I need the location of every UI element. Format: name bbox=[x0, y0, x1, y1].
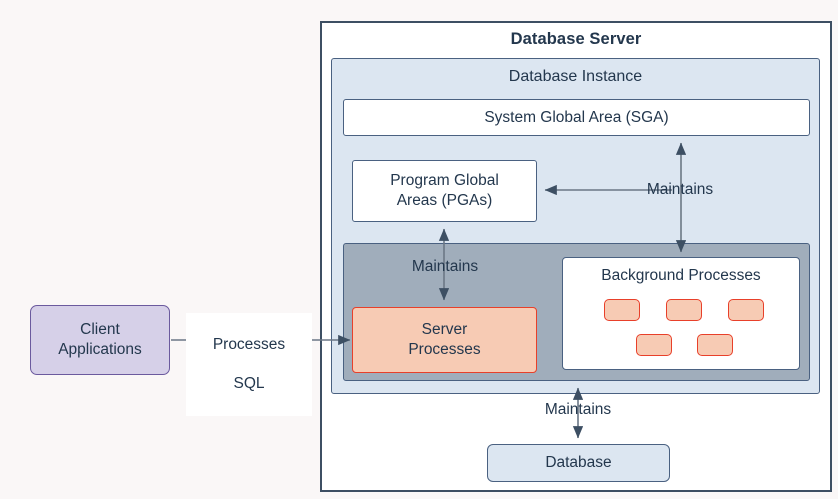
node-client-applications-label-line1: Client bbox=[80, 321, 120, 339]
node-database: Database bbox=[487, 444, 670, 482]
node-program-global-areas: Program Global Areas (PGAs) bbox=[352, 160, 537, 222]
node-system-global-area: System Global Area (SGA) bbox=[343, 99, 810, 136]
edge-label-maintains-database: Maintains bbox=[544, 401, 612, 418]
edge-label-processes-sql: Processes SQL bbox=[186, 313, 312, 416]
node-background-processes-label: Background Processes bbox=[601, 267, 761, 284]
background-process-chip bbox=[728, 299, 764, 321]
node-server-processes-label-line2: Processes bbox=[408, 341, 481, 358]
node-database-instance-label: Database Instance bbox=[508, 68, 643, 85]
node-database-label: Database bbox=[545, 454, 612, 472]
node-server-processes-label-line1: Server bbox=[421, 321, 468, 339]
background-process-chip bbox=[604, 299, 640, 321]
node-server-processes: Server Processes bbox=[352, 307, 537, 373]
edge-label-maintains-sga: Maintains bbox=[646, 181, 714, 198]
edge-label-processes-sql-line1: Processes bbox=[212, 336, 286, 354]
node-system-global-area-label: System Global Area (SGA) bbox=[484, 108, 669, 126]
node-client-applications: Client Applications bbox=[30, 305, 170, 375]
node-program-global-areas-label-line1: Program Global bbox=[390, 172, 499, 190]
edge-label-maintains-server-processes: Maintains bbox=[411, 258, 479, 275]
node-program-global-areas-label-line2: Areas (PGAs) bbox=[396, 192, 493, 209]
node-client-applications-label-line2: Applications bbox=[58, 341, 142, 358]
node-database-server-label: Database Server bbox=[510, 30, 642, 48]
background-process-chip bbox=[697, 334, 733, 356]
background-process-chip bbox=[636, 334, 672, 356]
edge-label-processes-sql-line2: SQL bbox=[233, 375, 265, 393]
background-process-chip bbox=[666, 299, 702, 321]
